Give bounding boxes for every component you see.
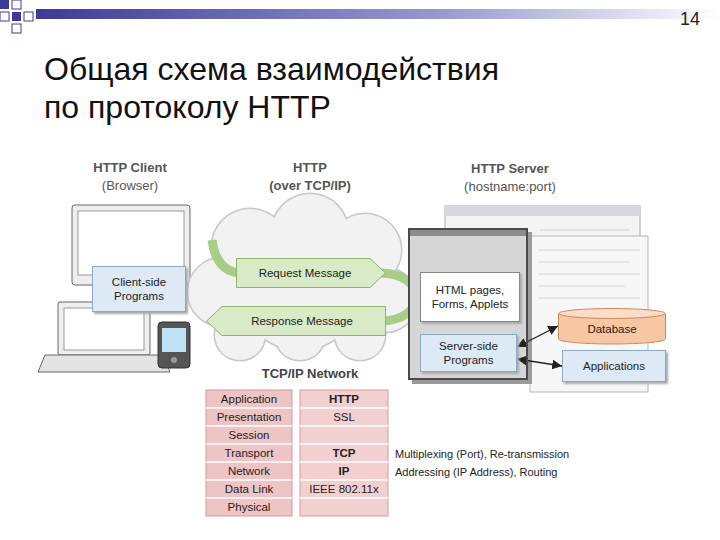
deco-square: [24, 12, 33, 21]
message-arrow: Response Message: [206, 306, 386, 336]
heading: HTTP Client: [70, 159, 190, 177]
panel-fill: [408, 228, 528, 380]
osi-column: [206, 390, 292, 516]
deco-square: [0, 0, 9, 9]
deco-square: [0, 12, 9, 21]
table-cell: IP: [300, 462, 388, 480]
table-cell: Physical: [206, 498, 292, 516]
note: Multiplexing (Port), Re-transmission: [395, 445, 569, 463]
note: Addressing (IP Address), Routing: [395, 463, 557, 481]
node-label: Request Message: [259, 266, 352, 280]
connector-arrow: [517, 359, 562, 366]
page-number: 14: [668, 10, 712, 28]
node-label: HTML pages, Forms, Applets: [426, 283, 514, 312]
table-cell: Application: [206, 390, 292, 408]
heading: HTTP: [250, 159, 370, 177]
database-cylinder: Database: [558, 308, 666, 344]
node-label: Applications: [583, 359, 645, 373]
window-lines: [538, 250, 640, 298]
connector-arrow: [517, 326, 558, 347]
node-label: Server-side Programs: [426, 339, 511, 368]
server-heading-line: HTTP Server: [398, 160, 622, 178]
tcpip-column: [300, 390, 388, 516]
program-box: Client-side Programs: [92, 266, 186, 312]
node-label: Database: [587, 322, 636, 336]
server-panel: HTTP Server(hostname:port)HTML pages, Fo…: [408, 228, 528, 380]
heading: (over TCP/IP): [235, 177, 385, 195]
window-bar: [445, 206, 640, 216]
table-cell: Network: [206, 462, 292, 480]
laptop-display: [64, 308, 144, 350]
process-box: Applications: [562, 350, 666, 382]
request-tail: [212, 240, 240, 273]
network-cloud: [188, 194, 417, 360]
header-bar: [36, 9, 720, 19]
table-cell: SSL: [300, 408, 388, 426]
table-cell: Transport: [206, 444, 292, 462]
table-cell: Data Link: [206, 480, 292, 498]
table-cell: TCP: [300, 444, 388, 462]
row-lines: [300, 408, 388, 498]
program-box: Server-side Programs: [420, 334, 517, 372]
node-label: Response Message: [251, 314, 353, 328]
cylinder-top: [559, 309, 666, 319]
pda: [158, 322, 190, 368]
pda-screen: [162, 328, 186, 352]
slide-title: Общая схема взаимодействия по протоколу …: [44, 50, 524, 127]
network-cloud-fill: [188, 194, 417, 360]
document-box: HTML pages, Forms, Applets: [420, 272, 520, 322]
message-arrow: Request Message: [236, 258, 386, 288]
heading: TCP/IP Network: [225, 365, 395, 383]
deco-square: [12, 12, 21, 21]
laptop-base: [38, 355, 170, 372]
node-label: Client-side Programs: [98, 275, 180, 304]
table-cell: Presentation: [206, 408, 292, 426]
pda-button: [171, 357, 177, 363]
server-heading: HTTP Server(hostname:port): [398, 160, 622, 196]
server-heading-line: (hostname:port): [398, 178, 622, 196]
table-cell: Session: [206, 426, 292, 444]
table-cell: IEEE 802.11x: [300, 480, 388, 498]
row-lines: [206, 408, 292, 498]
deco-square: [12, 24, 21, 33]
deco-square: [12, 0, 21, 9]
heading: (Browser): [70, 177, 190, 195]
table-cell: HTTP: [300, 390, 388, 408]
arrow-shape: [237, 259, 386, 288]
arrow-shape: [207, 307, 386, 336]
